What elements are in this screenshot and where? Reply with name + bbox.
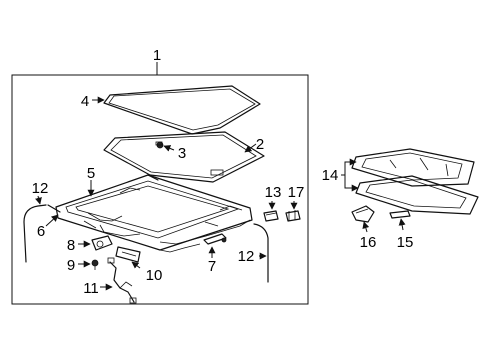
callout-16: 16 xyxy=(360,234,377,251)
callout-13: 13 xyxy=(265,184,282,201)
leader-6 xyxy=(45,214,59,227)
drain-hose-right xyxy=(253,223,269,283)
sunshade-lower xyxy=(355,175,479,215)
drain-hose-left xyxy=(23,204,47,263)
clip-17 xyxy=(285,210,301,222)
glass-panel xyxy=(103,85,261,135)
callout-17: 17 xyxy=(288,184,305,201)
sunshade-upper xyxy=(351,148,475,187)
leader-12a xyxy=(35,195,42,205)
clip-13 xyxy=(263,210,279,222)
trim-strip xyxy=(389,210,411,219)
leader-14b xyxy=(344,175,359,192)
callout-12b: 12 xyxy=(238,248,255,265)
callout-1: 1 xyxy=(153,47,161,64)
callout-11: 11 xyxy=(83,280,99,297)
callout-14: 14 xyxy=(322,167,339,184)
callout-15: 15 xyxy=(397,234,414,251)
glass-seal xyxy=(103,131,265,183)
leader-3 xyxy=(163,145,175,152)
sunroof-motor xyxy=(91,235,113,251)
sunroof-housing xyxy=(47,174,253,253)
callout-9: 9 xyxy=(67,257,75,274)
callout-4: 4 xyxy=(81,93,89,110)
callout-6: 6 xyxy=(37,223,45,240)
wire-harness xyxy=(107,257,137,304)
control-module xyxy=(115,246,141,263)
leader-16 xyxy=(362,221,370,233)
leader-14a xyxy=(341,158,357,176)
leader-2 xyxy=(244,143,257,153)
callout-7: 7 xyxy=(208,258,216,275)
motor-screw xyxy=(91,259,99,270)
callout-3: 3 xyxy=(178,145,186,162)
leader-10 xyxy=(131,261,141,269)
callout-2: 2 xyxy=(256,136,264,153)
callout-8: 8 xyxy=(67,237,75,254)
guide-bracket xyxy=(203,233,227,245)
callout-12a: 12 xyxy=(32,180,49,197)
callout-10: 10 xyxy=(146,267,163,284)
assembly-frame xyxy=(11,74,309,305)
callout-5: 5 xyxy=(87,165,95,182)
leader-15 xyxy=(398,218,406,231)
seal-clip xyxy=(155,141,164,149)
sunshade-handle xyxy=(351,205,375,223)
